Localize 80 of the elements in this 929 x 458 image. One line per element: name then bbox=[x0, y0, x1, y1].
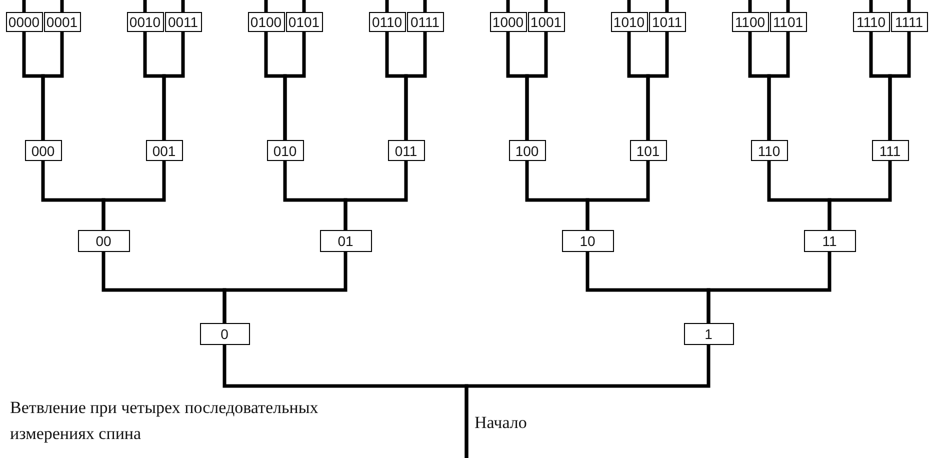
state-box bbox=[562, 230, 614, 252]
state-box bbox=[890, 12, 928, 32]
branch-line bbox=[828, 161, 892, 230]
state-box bbox=[24, 140, 62, 161]
state-box bbox=[266, 140, 304, 161]
state-label: 0111 bbox=[410, 14, 440, 30]
branch-line bbox=[143, 0, 147, 12]
branch-line bbox=[283, 32, 306, 140]
branch-line bbox=[423, 0, 427, 12]
state-box bbox=[200, 323, 250, 345]
state-label: 0010 bbox=[129, 14, 161, 30]
state-box bbox=[146, 140, 182, 161]
state-label: 0011 bbox=[168, 14, 198, 30]
branch-line bbox=[506, 0, 510, 12]
state-label: 100 bbox=[515, 142, 539, 158]
branch-line bbox=[888, 32, 911, 140]
branch-line bbox=[525, 32, 548, 140]
branch-line bbox=[767, 32, 790, 140]
branch-line bbox=[665, 0, 669, 12]
state-label: 1000 bbox=[492, 14, 524, 30]
state-label: 0 bbox=[220, 326, 228, 342]
branch-line bbox=[222, 252, 348, 323]
state-box bbox=[804, 230, 856, 252]
state-label: 0001 bbox=[46, 14, 78, 30]
branch-line bbox=[181, 0, 185, 12]
state-label: 1101 bbox=[772, 14, 804, 30]
state-label: 0000 bbox=[8, 14, 40, 30]
state-label: 101 bbox=[636, 142, 660, 158]
branch-line bbox=[162, 32, 185, 140]
state-label: 1010 bbox=[613, 14, 645, 30]
state-box bbox=[852, 12, 890, 32]
state-label: 0101 bbox=[288, 14, 320, 30]
branch-line bbox=[102, 161, 166, 230]
state-box bbox=[630, 140, 666, 161]
state-label: 011 bbox=[394, 142, 418, 158]
state-label: 111 bbox=[879, 142, 901, 158]
state-box bbox=[78, 230, 130, 252]
branch-line bbox=[264, 0, 268, 12]
branch-line bbox=[344, 161, 408, 230]
state-box bbox=[388, 140, 424, 161]
branch-line bbox=[907, 0, 911, 12]
state-label: 110 bbox=[758, 142, 780, 158]
state-label: 11 bbox=[822, 233, 837, 249]
state-box bbox=[872, 140, 908, 161]
branch-line bbox=[302, 0, 306, 12]
branch-line bbox=[869, 0, 873, 12]
state-label: 1110 bbox=[856, 14, 886, 30]
branch-line bbox=[786, 0, 790, 12]
state-label: 0110 bbox=[372, 14, 402, 30]
state-label: 0100 bbox=[250, 14, 282, 30]
branch-line bbox=[706, 252, 832, 323]
branch-line bbox=[404, 32, 427, 140]
branch-line bbox=[41, 32, 64, 140]
branch-line bbox=[22, 0, 26, 12]
caption-text: Ветвление при четырех последовательных измерениях спина bbox=[10, 397, 320, 445]
branch-line bbox=[544, 0, 548, 12]
branch-line bbox=[385, 0, 389, 12]
branch-line bbox=[627, 0, 631, 12]
state-label: 1001 bbox=[530, 14, 562, 30]
state-label: 001 bbox=[152, 142, 176, 158]
state-label: 1 bbox=[704, 326, 712, 342]
branch-line bbox=[586, 161, 650, 230]
state-label: 1100 bbox=[734, 14, 766, 30]
state-box bbox=[508, 140, 546, 161]
state-label: 1011 bbox=[652, 14, 682, 30]
start-label: Начало bbox=[474, 412, 527, 434]
state-label: 1111 bbox=[894, 14, 924, 30]
state-box bbox=[750, 140, 788, 161]
state-label: 00 bbox=[96, 233, 112, 249]
branch-line bbox=[748, 0, 752, 12]
branch-line bbox=[646, 32, 669, 140]
state-label: 10 bbox=[580, 233, 596, 249]
state-box bbox=[320, 230, 372, 252]
state-label: 010 bbox=[273, 142, 297, 158]
state-label: 01 bbox=[338, 233, 354, 249]
state-box bbox=[684, 323, 734, 345]
state-label: 000 bbox=[31, 142, 55, 158]
branch-line bbox=[60, 0, 64, 12]
state-box bbox=[406, 12, 444, 32]
branch-line bbox=[464, 345, 710, 458]
